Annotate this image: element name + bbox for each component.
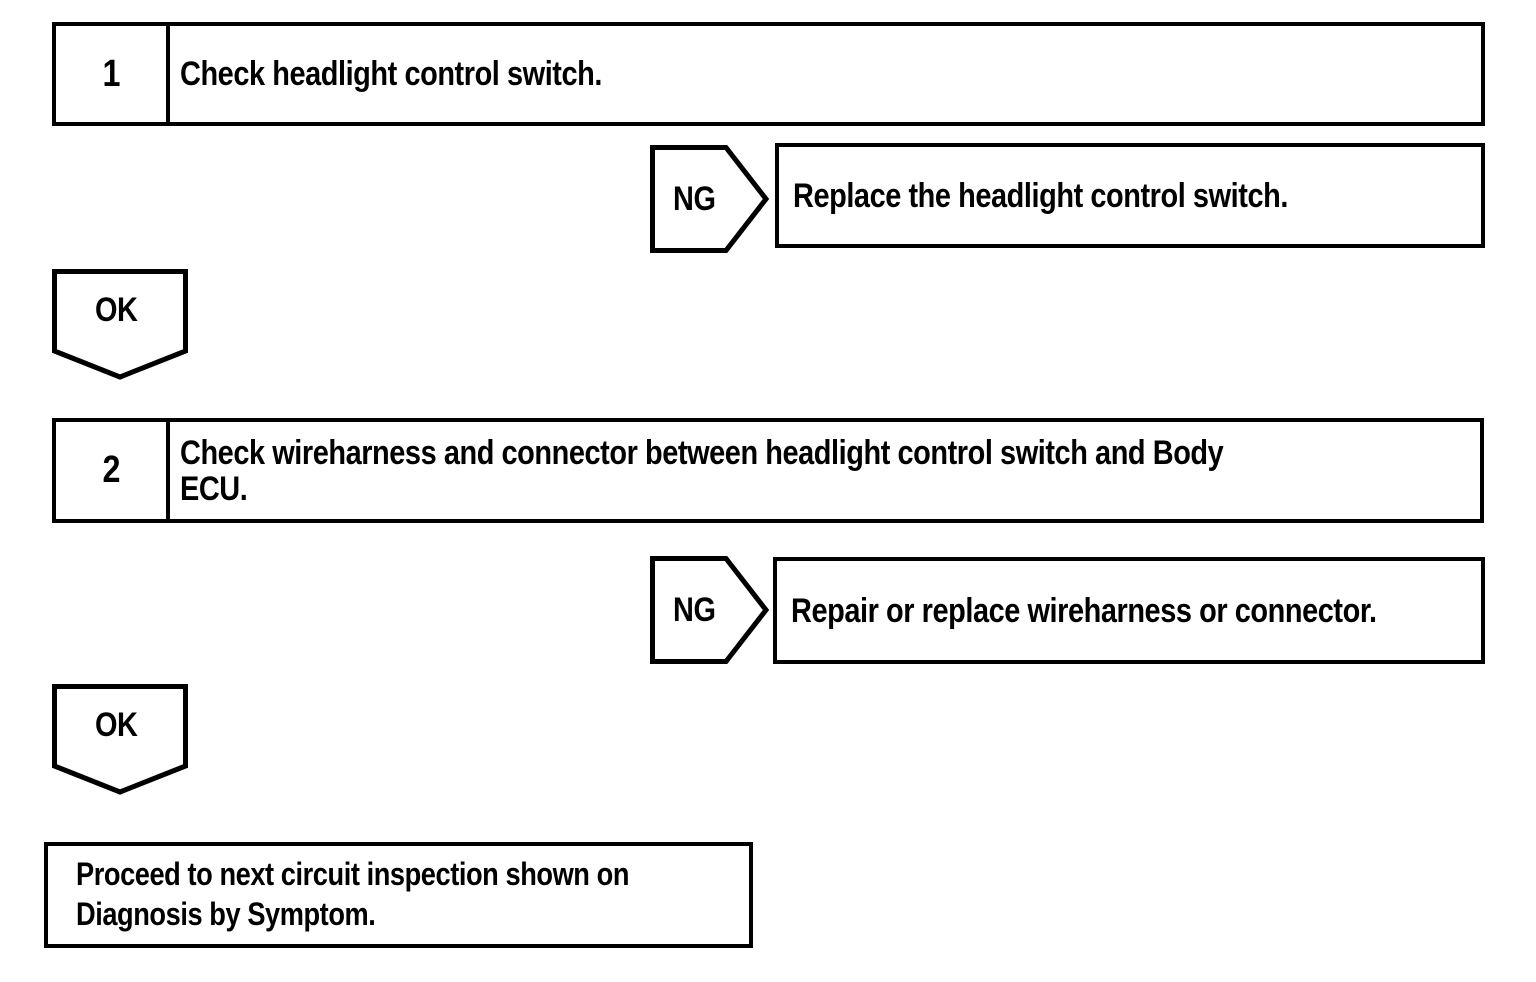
ng-action-box-2: Repair or replace wireharness or connect… [773, 557, 1485, 664]
step-2-number: 2 [102, 449, 120, 491]
ok-arrow-icon [52, 684, 188, 795]
step-1-instruction: Check headlight control switch. [180, 55, 602, 93]
ok-connector-2: OK [52, 684, 188, 795]
ok-arrow-icon [52, 269, 188, 380]
step-1-box: 1 Check headlight control switch. [52, 22, 1485, 126]
ok-label-1: OK [95, 290, 138, 329]
step-1-instruction-cell: Check headlight control switch. [170, 26, 1481, 122]
step-1-number: 1 [102, 52, 120, 95]
ng-connector-2: NG [650, 556, 769, 664]
ng-action-box-1: Replace the headlight control switch. [775, 143, 1485, 248]
ng-connector-1: NG [650, 145, 769, 253]
step-1-number-cell: 1 [56, 26, 170, 122]
ok-label-2: OK [95, 705, 138, 744]
ok-connector-1: OK [52, 269, 188, 380]
ng-label-2: NG [673, 590, 716, 629]
step-2-instruction: Check wireharness and connector between … [180, 433, 1224, 508]
ng-label-1: NG [673, 179, 716, 218]
step-2-instruction-cell: Check wireharness and connector between … [170, 422, 1480, 519]
step-2-box: 2 Check wireharness and connector betwee… [52, 418, 1484, 523]
terminal-box: Proceed to next circuit inspection shown… [44, 842, 753, 948]
ng-arrow-icon [650, 556, 769, 664]
ng-arrow-icon [650, 145, 769, 253]
ng-action-text-2: Repair or replace wireharness or connect… [791, 591, 1377, 630]
ng-label-wrap: NG [650, 556, 746, 664]
terminal-text: Proceed to next circuit inspection shown… [76, 856, 630, 932]
ng-label-wrap: NG [650, 145, 746, 253]
ok-label-wrap: OK [52, 684, 188, 766]
ng-action-text-1: Replace the headlight control switch. [793, 176, 1288, 215]
step-2-number-cell: 2 [56, 422, 170, 519]
ok-label-wrap: OK [52, 269, 188, 351]
